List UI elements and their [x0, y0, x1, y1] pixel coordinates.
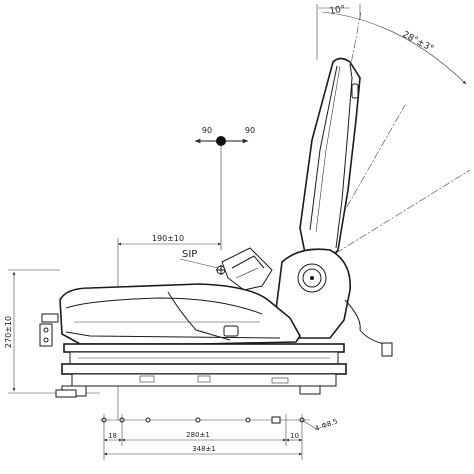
height-label: 270±10 — [4, 316, 13, 348]
top-angle-label: 10° — [329, 4, 346, 17]
sip-label: SIP — [182, 249, 197, 260]
rail-offset-label: 18 — [108, 432, 117, 440]
swivel-right-label: 90 — [245, 126, 255, 135]
hole-spec-label: 4-Φ8.5 — [314, 417, 339, 433]
slide-rail-handle — [55, 389, 77, 398]
rail-pitch-label: 280±1 — [186, 431, 210, 439]
seat-cushion — [59, 283, 301, 345]
rail-end-label: 10 — [290, 432, 299, 440]
swivel-indicator: 90 90 — [194, 126, 255, 250]
recline-angle-label: 28°±3° — [401, 30, 435, 55]
sip-offset-label: 190±10 — [152, 234, 184, 243]
total-length-label: 348±1 — [192, 445, 216, 453]
bottom-dimensions: 18 280±1 10 348±1 4-Φ8.5 — [103, 417, 339, 456]
seat-belt — [221, 247, 273, 291]
lever-handle — [223, 325, 239, 337]
recline-hinge — [275, 248, 393, 357]
backrest-handle — [351, 83, 359, 99]
hinge-inner — [302, 268, 322, 288]
swivel-left-label: 90 — [202, 126, 212, 135]
suspension-base — [55, 343, 347, 398]
backrest — [299, 57, 361, 272]
electrical-connector — [381, 342, 393, 357]
front-latch — [39, 313, 59, 347]
swivel-pivot-dot — [216, 136, 226, 146]
